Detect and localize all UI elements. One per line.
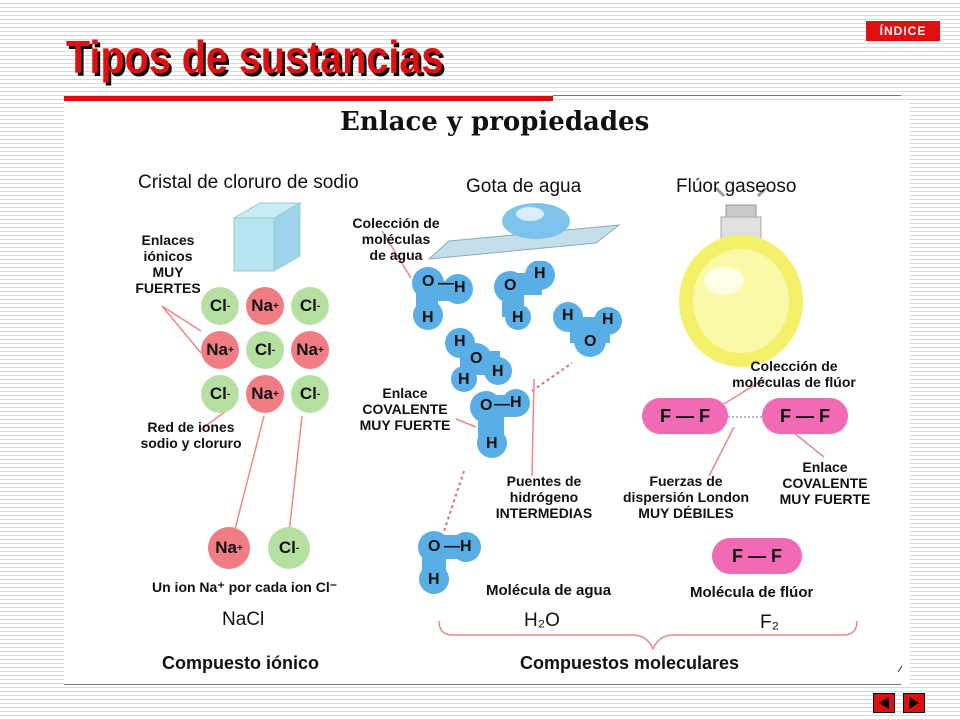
sodium-ion: Na+: [291, 331, 329, 369]
fluorine-formula: F₂: [760, 612, 779, 633]
ionic-category: Compuesto iónico: [162, 653, 319, 673]
fluorine-title: Flúor gaseoso: [676, 176, 797, 197]
water-formula: H₂O: [524, 610, 560, 631]
flask-icon: [679, 186, 803, 367]
water-molecule-label: Molécula de agua: [486, 582, 612, 599]
water-drop-icon: [427, 203, 621, 260]
fluorine-molecule-single: F — F: [712, 538, 802, 574]
chloride-ion: Cl-: [291, 375, 329, 413]
chloride-ion: Cl-: [246, 331, 284, 369]
chloride-ion: Cl-: [201, 287, 239, 325]
hydrogen-bond-lines: [443, 362, 573, 532]
fluorine-molecule: F — F: [642, 398, 728, 434]
chloride-ion: Cl-: [201, 375, 239, 413]
fluorine-molecule: F — F: [762, 398, 848, 434]
figure-heading: Enlace y propiedades: [340, 107, 650, 137]
figure-graphics: [161, 186, 903, 673]
chloride-ion-pair: Cl-: [268, 527, 310, 569]
ionic-leader-lines: [161, 305, 303, 534]
index-button[interactable]: ÍNDICE: [866, 21, 940, 41]
title-rule: [553, 95, 901, 96]
ionic-title: Cristal de cloruro de sodio: [138, 172, 359, 193]
title-underline: [64, 96, 553, 102]
slide-title: Tipos de sustancias: [66, 31, 444, 83]
water-title: Gota de agua: [466, 176, 582, 197]
footer-rule: [64, 684, 901, 685]
ion-ratio-label: Un ion Na⁺ por cada ion Cl⁻: [152, 579, 338, 595]
triangle-left-icon: [879, 697, 889, 709]
sodium-ion: Na+: [246, 287, 284, 325]
sodium-ion: Na+: [246, 375, 284, 413]
sodium-ion: Na+: [201, 331, 239, 369]
ionic-formula: NaCl: [222, 609, 265, 630]
triangle-right-icon: [909, 697, 919, 709]
fluorine-molecule-label: Molécula de flúor: [690, 584, 814, 601]
sodium-ion-pair: Na+: [208, 527, 250, 569]
chloride-ion: Cl-: [291, 287, 329, 325]
molecular-category: Compuestos moleculares: [520, 653, 740, 673]
previous-slide-button[interactable]: [873, 693, 895, 713]
water-leader-lines: [381, 230, 535, 477]
next-slide-button[interactable]: [903, 693, 925, 713]
figure-panel: Enlace y propiedades Cristal de cloruro …: [64, 101, 910, 685]
molecular-brace: [438, 620, 858, 651]
crystal-cube-icon: [232, 202, 302, 272]
